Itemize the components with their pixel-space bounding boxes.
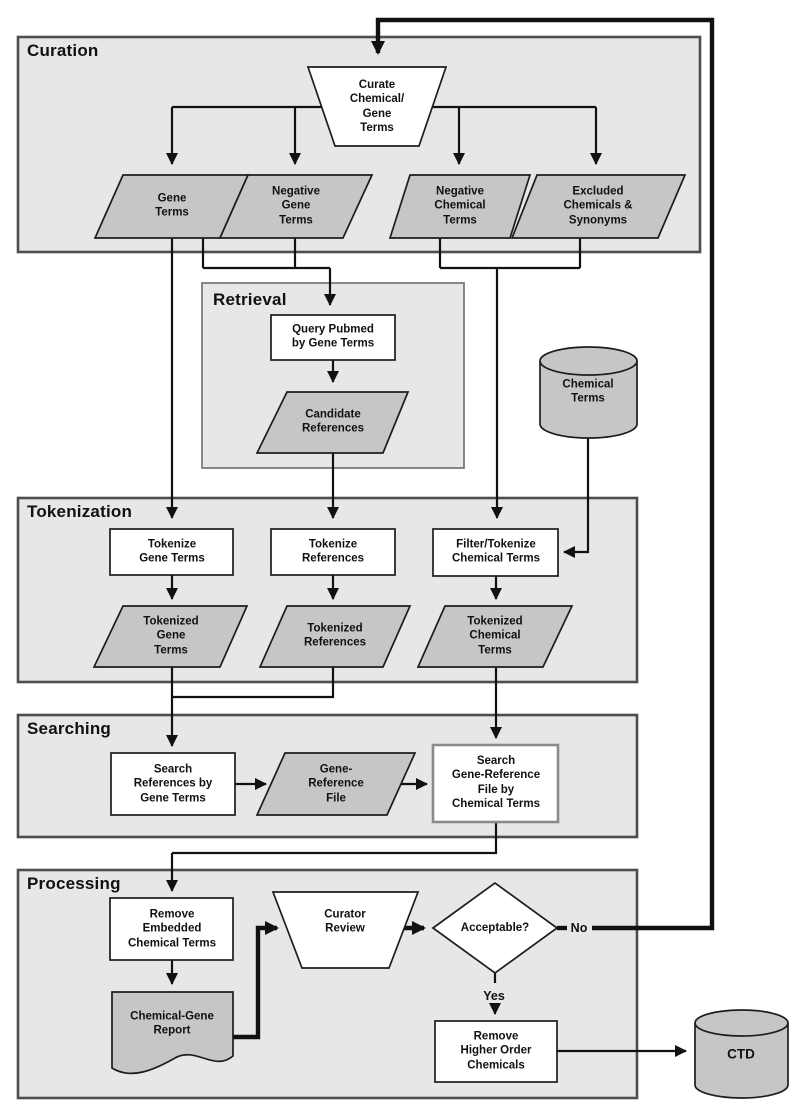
curate-trapezoid	[306, 66, 448, 147]
curate-label: Curate Chemical/ Gene Terms	[349, 79, 405, 135]
negative-gene-terms-label: Negative Gene Terms	[272, 185, 320, 227]
ctd-label: CTD	[727, 1046, 755, 1062]
curation-section-title: Curation	[27, 41, 99, 60]
yes-edge-label: Yes	[481, 989, 507, 1003]
tokenization-section-title: Tokenization	[27, 502, 133, 521]
gene-reference-file-parallelogram	[255, 752, 417, 816]
edge-search2-to-remove-embedded	[172, 822, 498, 891]
tokenized-gene-terms-label: Tokenized Gene Terms	[143, 615, 199, 657]
tokenize-gene-terms-box	[109, 528, 234, 576]
negative-gene-terms-parallelogram	[218, 174, 374, 239]
tokenize-references-box	[270, 528, 396, 576]
edge-report-to-curator	[233, 921, 279, 1040]
excluded-chemicals-parallelogram	[510, 174, 687, 239]
remove-embedded-label: Remove Embedded Chemical Terms	[128, 908, 216, 950]
acceptable-label: Acceptable?	[460, 921, 530, 934]
remove-higher-order-label: Remove Higher Order Chemicals	[460, 1030, 532, 1072]
search-gene-reference-label: Search Gene-Reference File by Chemical T…	[451, 755, 541, 811]
remove-embedded-box	[109, 897, 234, 961]
gene-reference-file-label: Gene- Reference File	[308, 763, 364, 805]
tokenized-chemical-terms-label: Tokenized Chemical Terms	[467, 615, 523, 657]
query-pubmed-label: Query Pubmed by Gene Terms	[291, 323, 375, 350]
ctd-cylinder-top	[694, 1009, 789, 1037]
ctd-cylinder-body	[694, 1023, 789, 1099]
curator-review-trapezoid	[271, 891, 420, 969]
chemical-gene-report-label: Chemical-Gene Report	[130, 1010, 214, 1037]
chemical-terms-db-label: Chemical Terms	[562, 378, 614, 405]
retrieval-section-title: Retrieval	[213, 290, 287, 309]
filter-tokenize-label: Filter/Tokenize Chemical Terms	[452, 538, 540, 565]
candidate-references-parallelogram	[255, 391, 410, 454]
gene-terms-label: Gene Terms	[155, 192, 189, 219]
searching-section-title: Searching	[27, 719, 111, 738]
edge-chemical-terms-to-filter	[438, 238, 582, 518]
search-references-label: Search References by Gene Terms	[133, 763, 213, 805]
excluded-chemicals-label: Excluded Chemicals & Synonyms	[563, 185, 633, 227]
no-edge-label: No	[568, 921, 590, 935]
query-pubmed-box	[270, 314, 396, 361]
curator-review-label: Curator Review	[324, 908, 366, 935]
acceptable-diamond	[431, 881, 559, 975]
chemical-terms-cylinder-body	[539, 361, 638, 439]
processing-section-title: Processing	[27, 874, 121, 893]
negative-chemical-terms-label: Negative Chemical Terms	[434, 185, 486, 227]
tokenize-gene-terms-label: Tokenize Gene Terms	[139, 538, 205, 565]
tokenized-references-parallelogram	[258, 605, 412, 668]
edge-gene-terms-to-query	[201, 238, 330, 305]
chemical-gene-report-document	[111, 991, 234, 1075]
search-references-box	[110, 752, 236, 816]
edge-no-feedback	[371, 17, 715, 931]
tokenized-references-label: Tokenized References	[303, 622, 367, 649]
edge-chemdb-to-filter	[563, 438, 590, 558]
candidate-references-label: Candidate References	[301, 408, 365, 435]
tokenize-references-label: Tokenize References	[301, 538, 365, 565]
search-gene-reference-box	[431, 743, 560, 824]
tokenized-chemical-terms-parallelogram	[416, 605, 574, 668]
remove-higher-order-box	[434, 1020, 558, 1083]
chemical-terms-cylinder-top	[539, 346, 638, 376]
edge-tokenized-to-search	[172, 667, 335, 746]
tokenized-gene-terms-parallelogram	[92, 605, 249, 668]
negative-chemical-terms-parallelogram	[388, 174, 532, 239]
filter-tokenize-box	[432, 528, 559, 577]
